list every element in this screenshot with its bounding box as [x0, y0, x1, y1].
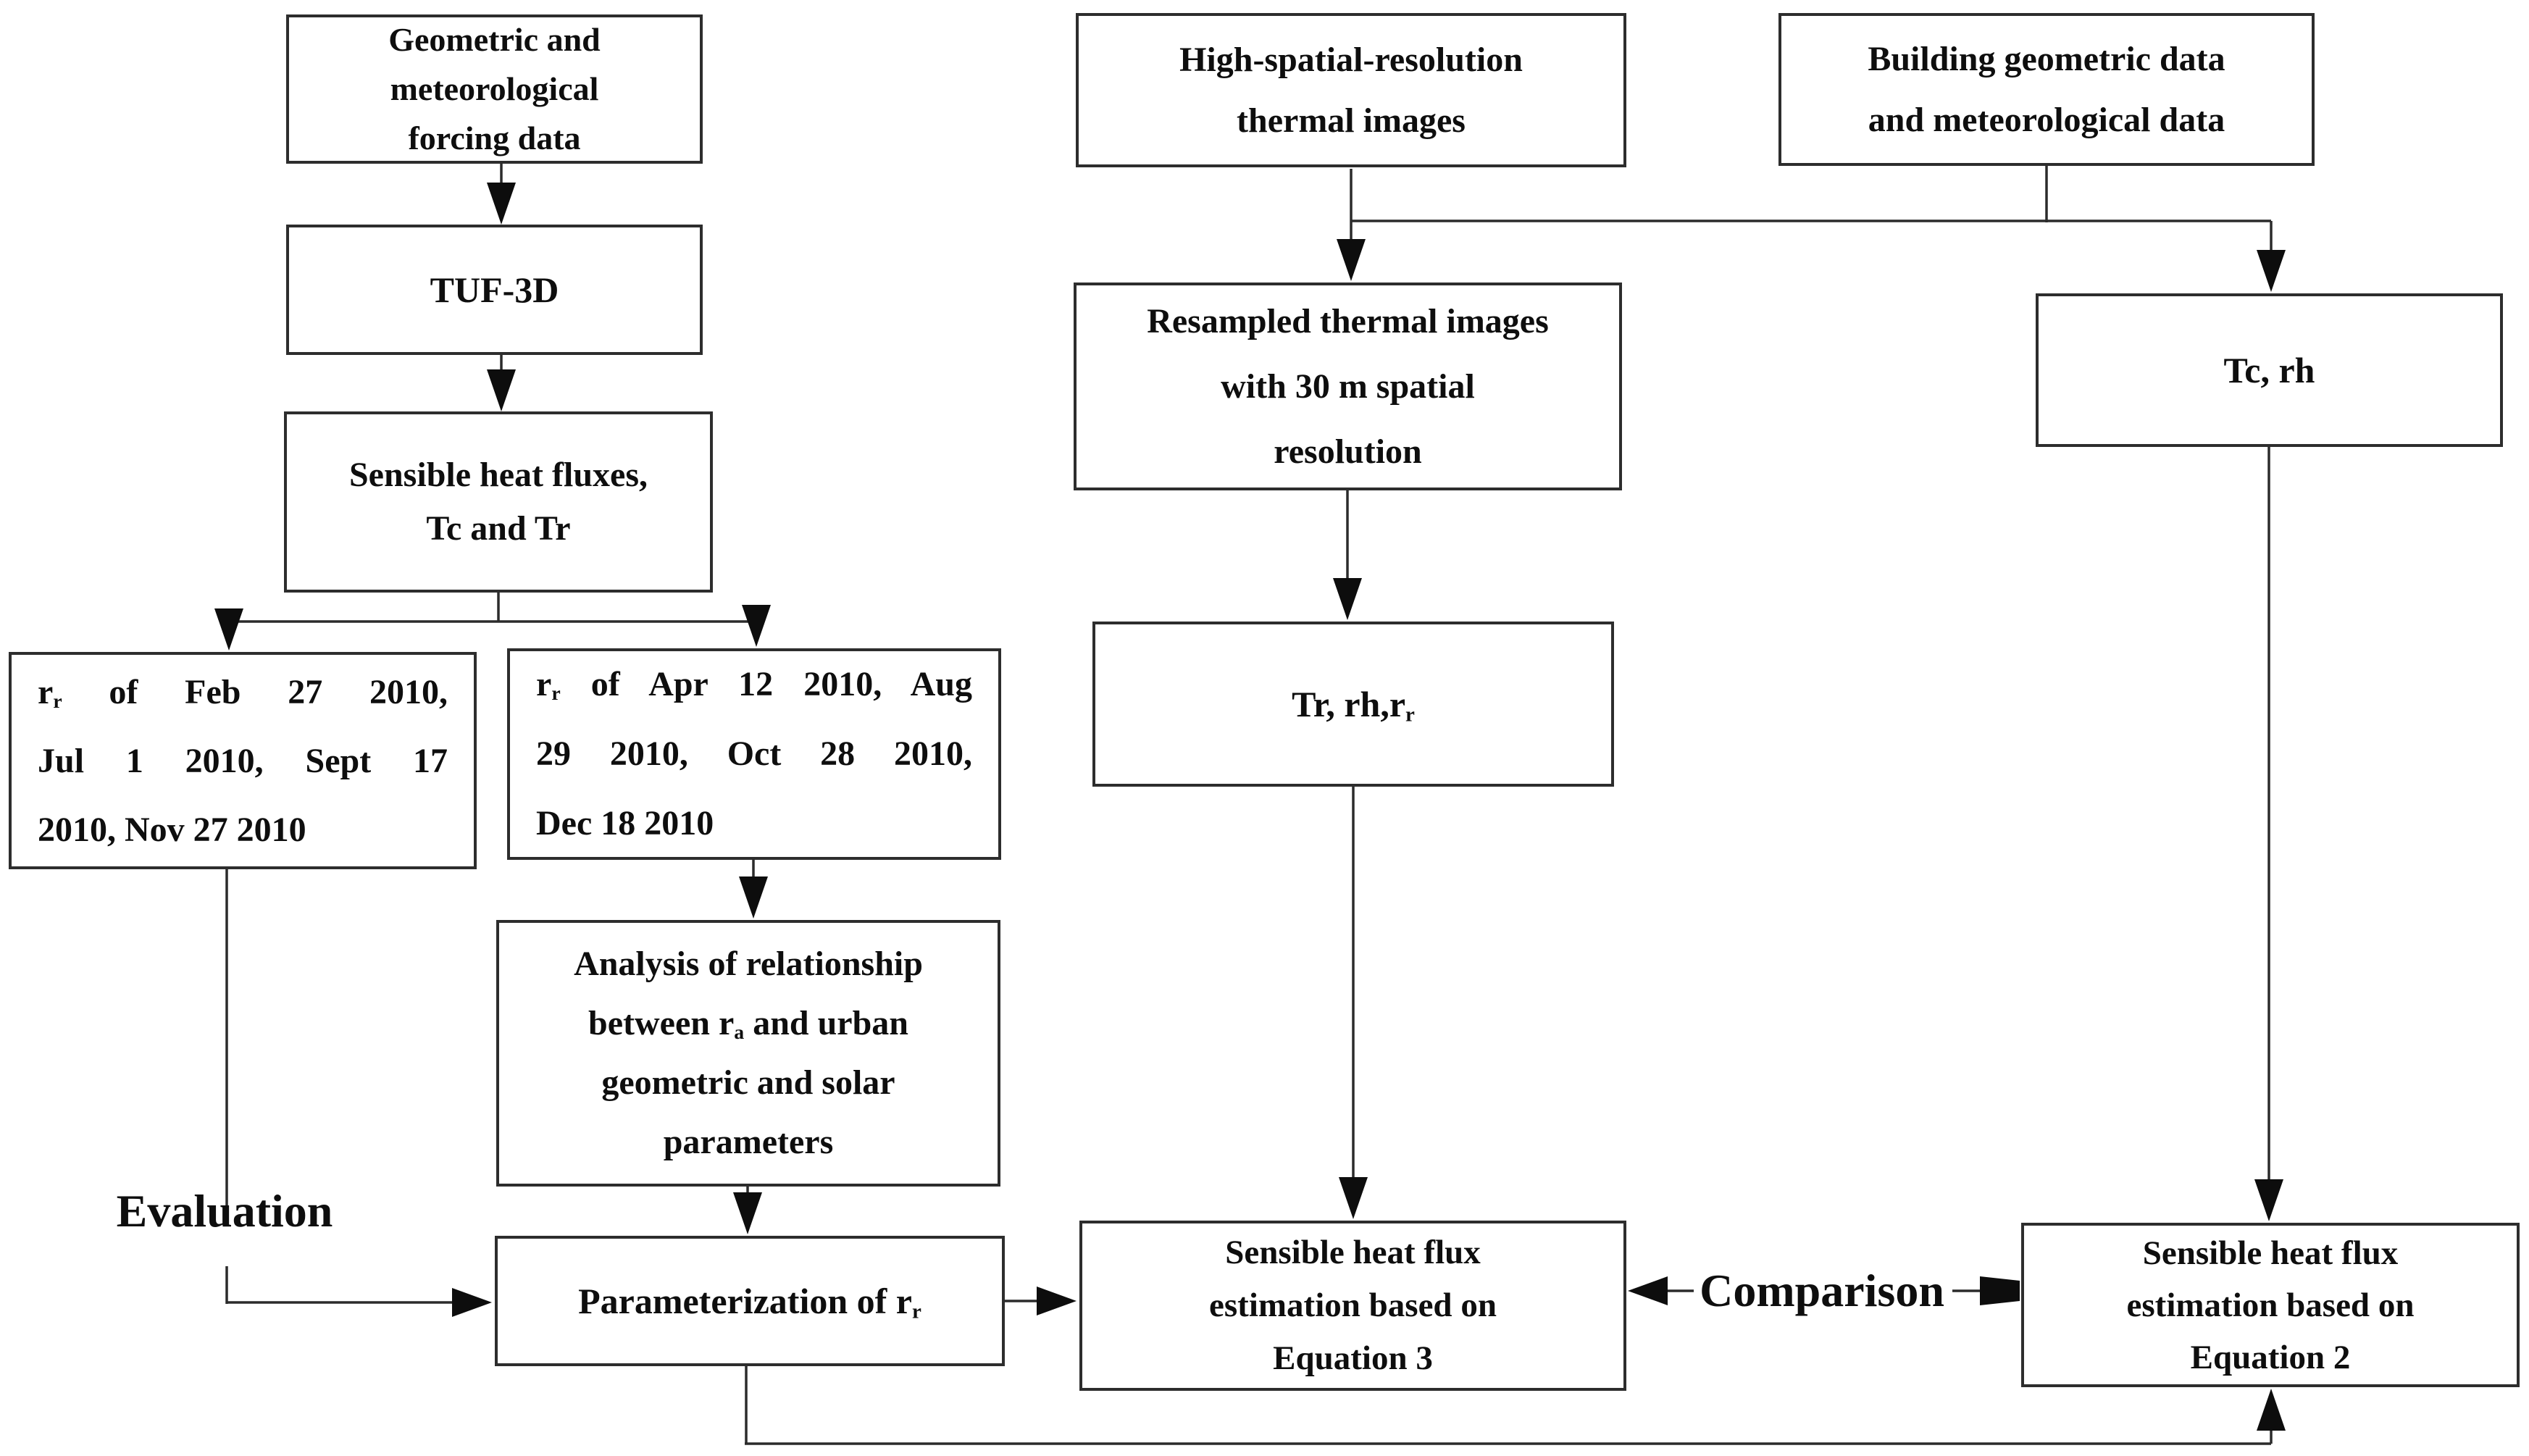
- arrowhead-evaluation-parameterization: [452, 1288, 492, 1317]
- evaluation-label: Evaluation: [116, 1185, 333, 1237]
- comparison-label: Comparison: [1700, 1265, 1944, 1316]
- arrowhead-comparison-right: [1980, 1276, 2020, 1305]
- arrowhead-feedback-eq2: [2257, 1389, 2286, 1431]
- arrowhead-trrhrr-eq3: [1339, 1177, 1368, 1219]
- arrowhead-fluxes-dates-param: [742, 605, 771, 647]
- arrowhead-dates-param-analysis: [739, 876, 768, 919]
- arrowhead-resampled-trrhrr: [1333, 578, 1362, 620]
- arrowhead-bus-tcrh: [2257, 250, 2286, 292]
- node-sensible-heat-fluxes: Sensible heat fluxes,Tc and Tr: [284, 411, 713, 593]
- node-tuf3d: TUF-3D: [286, 225, 703, 355]
- node-tc-rh: Tc, rh: [2036, 293, 2503, 447]
- arrowhead-tcrh-eq2: [2254, 1179, 2283, 1221]
- arrowhead-analysis-parameterization: [733, 1192, 762, 1234]
- node-parameterization-rr: Parameterization of rr: [495, 1236, 1005, 1366]
- arrowhead-forcing-tuf3d: [487, 183, 516, 225]
- arrowhead-parameterization-eq3: [1037, 1286, 1077, 1315]
- arrowhead-fluxes-dates-eval: [214, 608, 243, 650]
- arrowhead-tuf3d-fluxes: [487, 369, 516, 411]
- arrowhead-comparison-left: [1628, 1276, 1668, 1305]
- arrowhead-thermal-resampled: [1337, 239, 1366, 281]
- node-tr-rh-rr: Tr, rh,rr: [1092, 622, 1614, 787]
